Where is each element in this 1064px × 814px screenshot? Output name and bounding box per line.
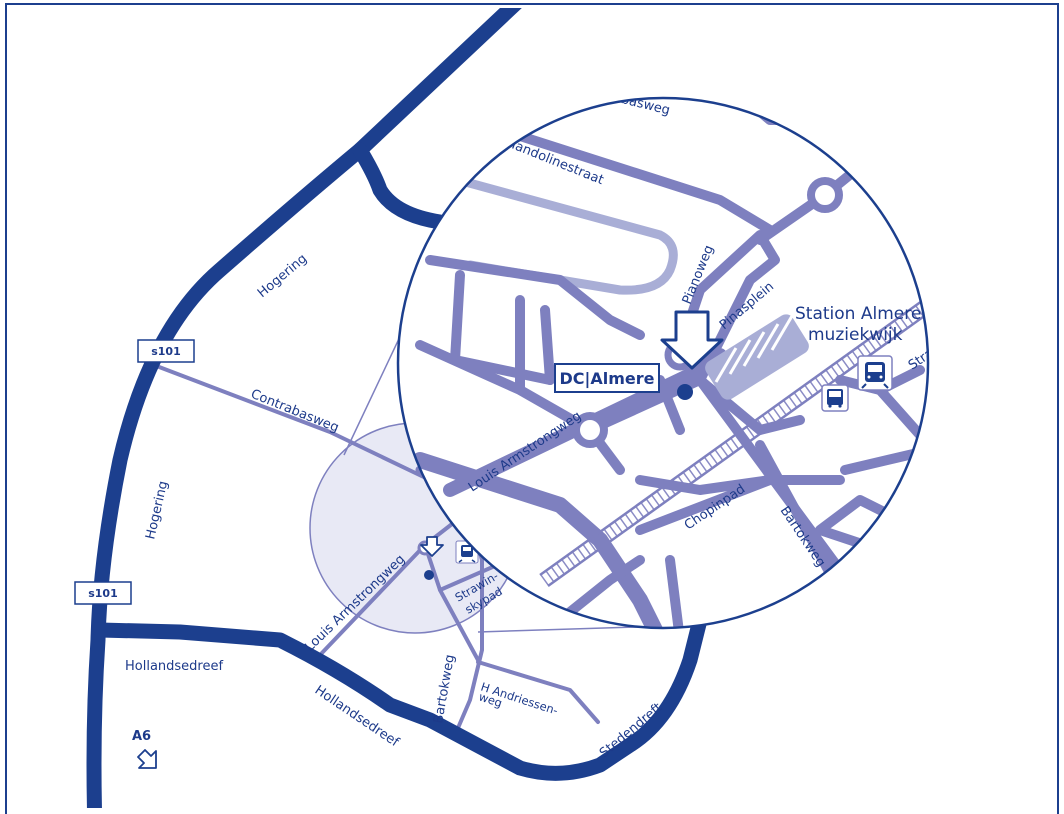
road bbox=[540, 305, 555, 385]
s101-badge-bottom: s101 bbox=[74, 581, 132, 605]
road bbox=[635, 475, 775, 535]
hogering-branch-road bbox=[352, 142, 448, 230]
a6-label: A6 bbox=[132, 729, 151, 744]
zoom-circle-outline bbox=[396, 96, 930, 630]
bus-icon bbox=[821, 384, 849, 412]
mandolinestraat-road bbox=[435, 170, 678, 295]
roundabout bbox=[807, 177, 843, 213]
location-dot bbox=[677, 384, 693, 400]
station-label: muziekwijk bbox=[808, 325, 903, 345]
hollandsedreef-label: Hollandsedreef bbox=[125, 659, 223, 674]
local-road bbox=[423, 543, 480, 662]
h-andriessenweg-label: weg bbox=[477, 690, 504, 711]
location-arrow-icon bbox=[660, 310, 724, 370]
location-arrow-icon bbox=[420, 536, 444, 557]
s101-label: s101 bbox=[88, 587, 118, 600]
direction-arrow-icon bbox=[137, 749, 157, 769]
h-andriessenweg-road bbox=[476, 660, 600, 724]
s101-label: s101 bbox=[151, 345, 181, 358]
hogering-road bbox=[86, 8, 522, 808]
dc-almere-label: DC|Almere bbox=[560, 369, 655, 389]
pianoweg-road bbox=[675, 230, 780, 385]
road bbox=[415, 340, 705, 435]
dc-almere-badge: DC|Almere bbox=[554, 363, 660, 393]
location-dot bbox=[424, 570, 434, 580]
s101-badge-top: s101 bbox=[137, 339, 195, 363]
station-label: Station Almere bbox=[795, 304, 921, 324]
road bbox=[695, 375, 805, 435]
hollandsedreef-road bbox=[92, 612, 708, 781]
road bbox=[425, 255, 645, 340]
mandolinestraat-zoom-road bbox=[465, 115, 775, 235]
roundabout bbox=[572, 412, 608, 448]
road bbox=[555, 555, 645, 625]
main-road-zoom bbox=[412, 452, 668, 628]
train-icon bbox=[857, 355, 893, 391]
strawinskypad-zoom-road bbox=[840, 415, 928, 475]
chopinpad-road bbox=[635, 475, 845, 495]
